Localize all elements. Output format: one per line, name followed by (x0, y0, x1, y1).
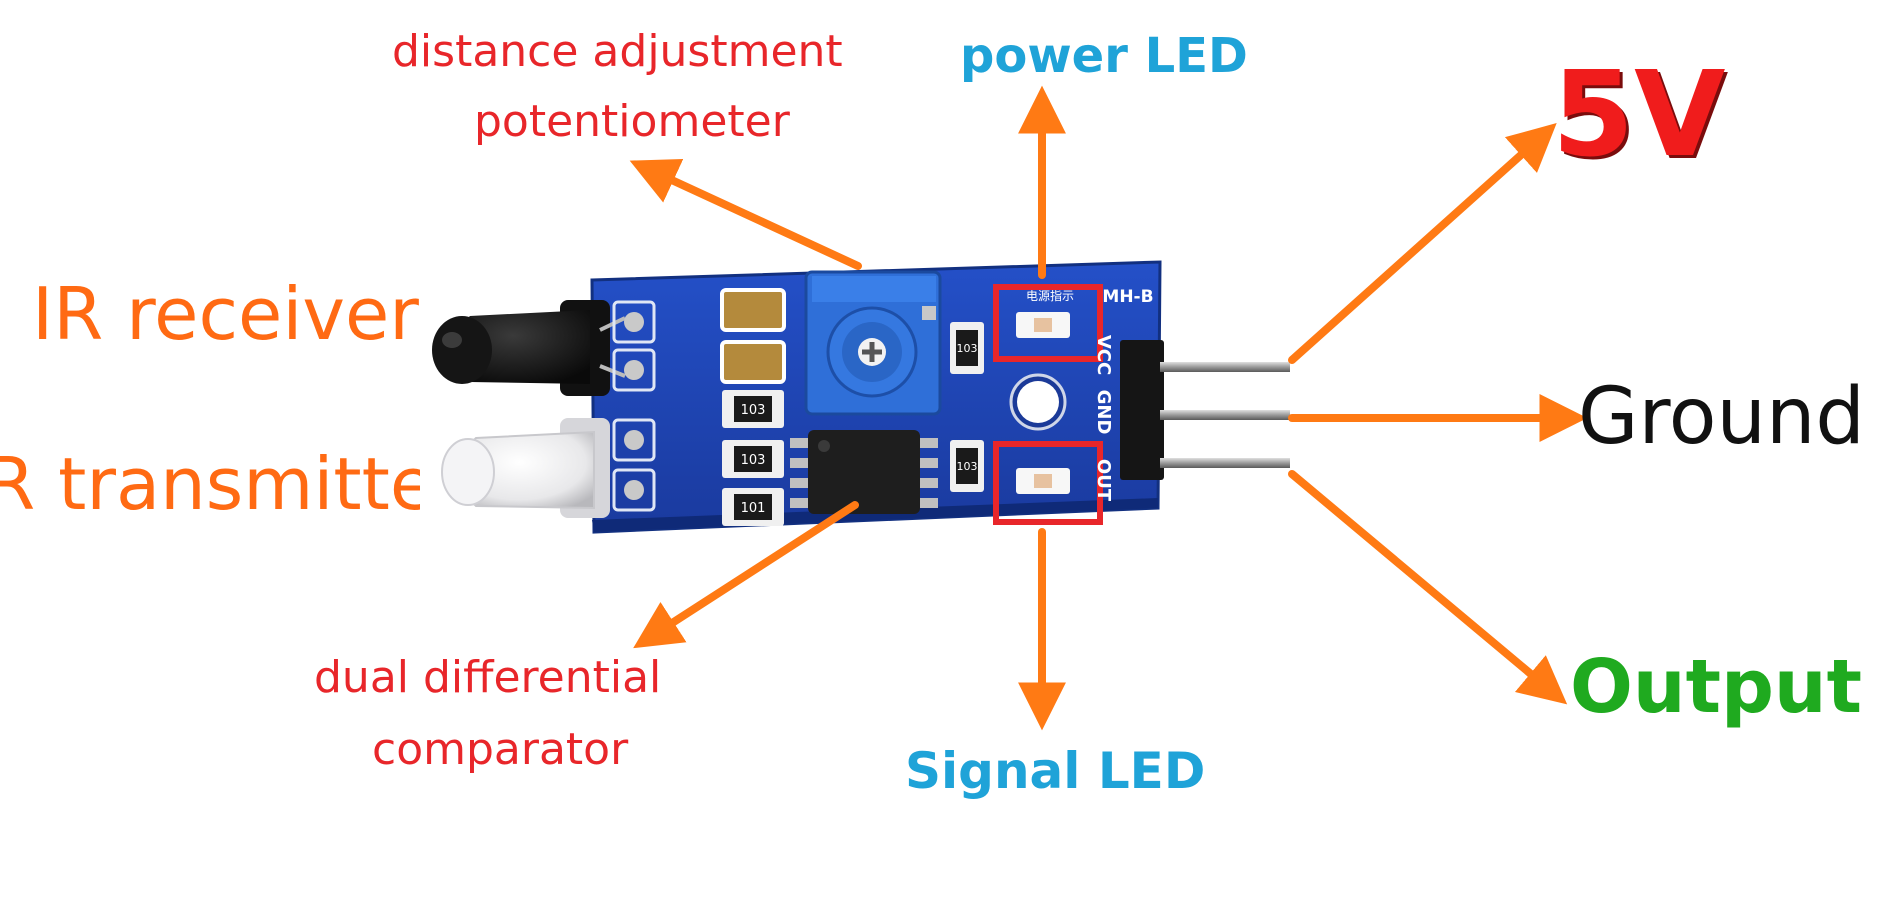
arrow-potentiometer (629, 158, 862, 270)
label-ir-transmitter: IR transmitter (0, 448, 420, 520)
label-distance-line1: distance adjustment (392, 26, 843, 77)
arrow-output (1288, 470, 1568, 705)
capacitors (720, 288, 786, 384)
potentiometer (804, 270, 942, 416)
resistor-code-3: 101 (741, 501, 766, 516)
ir-receiver-led (432, 300, 626, 396)
diode-pads (612, 300, 656, 512)
pcb-text-power: 电源指示 (1026, 288, 1074, 303)
mounting-hole (1009, 373, 1067, 431)
comparator-chip (790, 430, 938, 514)
power-led-highlight (993, 284, 1103, 362)
resistor-code-1: 103 (741, 403, 766, 418)
pin-label-vcc: VCC (1093, 335, 1114, 375)
arrow-5v (1288, 123, 1557, 364)
pcb-text-signal: 输出指示 (1026, 528, 1074, 543)
header-pins (1120, 340, 1290, 480)
pin-label-gnd: GND (1093, 390, 1114, 435)
ir-transmitter-led (441, 418, 610, 518)
pin-label-out: OUT (1093, 459, 1114, 502)
resistor-code-4: 103 (957, 342, 978, 355)
label-ground: Ground (1578, 372, 1865, 462)
signal-led-highlight (993, 441, 1103, 525)
label-output: Output (1570, 644, 1862, 730)
label-5v: 5V (1552, 45, 1726, 183)
label-distance-line2: potentiometer (474, 96, 790, 147)
label-ir-receiver: IR receiver (32, 272, 419, 356)
label-signal-led: Signal LED (905, 742, 1206, 800)
label-comparator-line2: comparator (372, 724, 629, 775)
resistor-code-5: 103 (957, 460, 978, 473)
label-comparator-line1: dual differential (314, 652, 662, 703)
resistor-code-2: 103 (741, 453, 766, 468)
arrow-comparator (633, 501, 859, 649)
power-led-component: 电源指示 (993, 284, 1103, 362)
label-power-led: power LED (960, 28, 1248, 84)
arrows (629, 85, 1588, 731)
pin-labels: VCC GND OUT (1093, 335, 1114, 502)
signal-led-component: 输出指示 (993, 441, 1103, 543)
model-text: MH-B (1102, 287, 1153, 307)
resistors-left: 103 103 101 (722, 390, 784, 526)
resistors-right: 103 103 (950, 322, 984, 492)
